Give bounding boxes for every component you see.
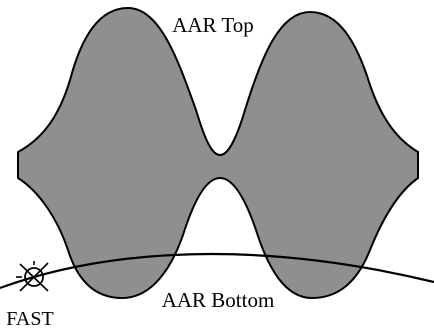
fast-label: FAST: [6, 308, 53, 328]
trajectory-curve: [0, 252, 434, 290]
aar-band: [17, 6, 419, 300]
aar-bottom-label: AAR Bottom: [162, 288, 275, 312]
aar-top-label: AAR Top: [172, 13, 254, 37]
crossed-circle-icon: [16, 261, 49, 292]
